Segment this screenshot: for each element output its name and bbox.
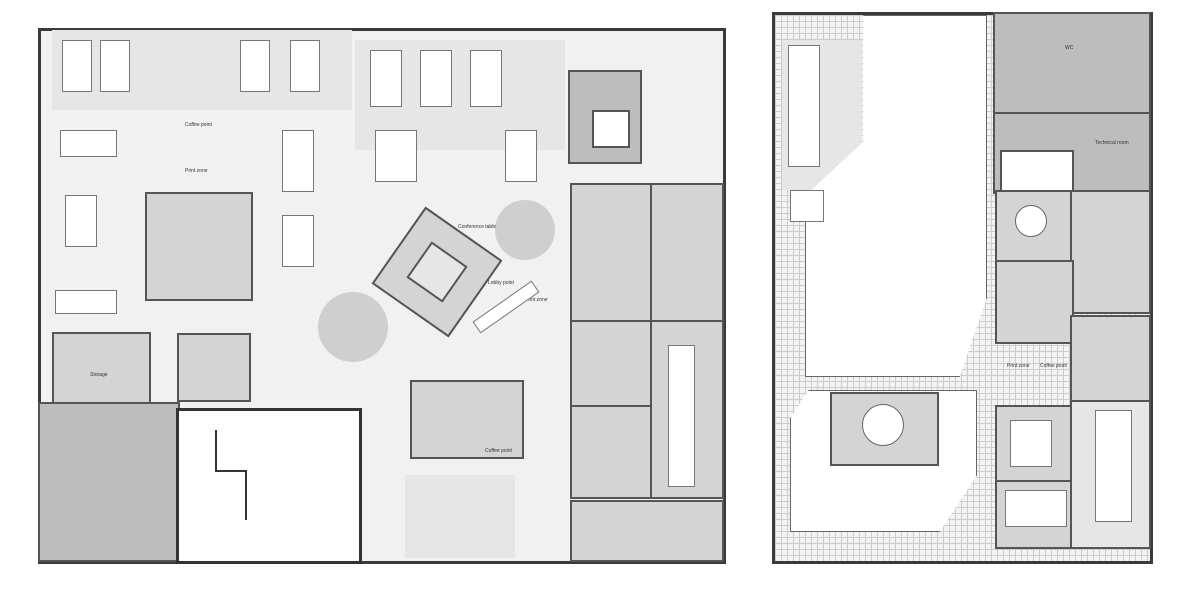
- desk-cluster: [1095, 410, 1132, 522]
- wc-label: WC: [1065, 45, 1074, 51]
- office-room-6: [570, 500, 724, 562]
- office-room-ne: [1070, 190, 1151, 314]
- meeting-room-b: [177, 333, 251, 402]
- office-room-4: [570, 405, 652, 499]
- desk-cluster: [1010, 420, 1052, 467]
- lobby-point-label: Lobby point: [488, 280, 514, 286]
- kitchen-block: [410, 380, 524, 459]
- round-table: [1015, 205, 1047, 237]
- print-zone-label: Print zone: [1007, 363, 1030, 369]
- shaft: [592, 110, 630, 148]
- desk-cluster: [282, 215, 314, 267]
- office-room-east: [1070, 315, 1151, 404]
- office-room-1: [570, 183, 652, 322]
- desk-cluster: [240, 40, 270, 92]
- technical-room-label: Technical room: [1095, 140, 1129, 146]
- atrium-void: [805, 15, 987, 377]
- coffee-point-label: Coffee point: [185, 122, 212, 128]
- desk-cluster: [370, 50, 402, 107]
- print-zone-label: Print zone: [185, 168, 208, 174]
- round-table: [862, 404, 904, 446]
- stair-wall: [215, 470, 245, 472]
- conference-table-label: Conference table: [458, 224, 497, 230]
- lounge-circle: [318, 292, 388, 362]
- desk-cluster: [375, 130, 417, 182]
- desk-cluster: [282, 130, 314, 192]
- storage-label: Storage: [90, 372, 108, 378]
- desk-cluster: [100, 40, 130, 92]
- lounge-circle: [495, 200, 555, 260]
- meeting-room-round: [995, 190, 1074, 264]
- office-room-mid: [995, 260, 1074, 344]
- desk-cluster: [62, 40, 92, 92]
- stair-wall: [215, 430, 217, 470]
- restrooms: [38, 402, 180, 562]
- wc-room: [993, 12, 1151, 116]
- shaft: [1000, 150, 1074, 194]
- desk-cluster: [290, 40, 320, 92]
- stairwell-block: [176, 408, 362, 564]
- desk-cluster: [470, 50, 502, 107]
- desk-cluster: [420, 50, 452, 107]
- storage-room: [52, 332, 151, 406]
- stair-wall: [245, 470, 247, 520]
- coffee-point-label: Coffee point: [485, 448, 512, 454]
- desk-cluster: [788, 45, 820, 167]
- office-room-3: [570, 320, 652, 409]
- lounge-south: [405, 475, 515, 558]
- desk-cluster: [790, 190, 824, 222]
- office-room-2: [650, 183, 724, 322]
- desk-cluster: [65, 195, 97, 247]
- print-zone-label: Print zone: [525, 297, 548, 303]
- desk-cluster: [55, 290, 117, 314]
- desk-cluster: [505, 130, 537, 182]
- desk-cluster: [1005, 490, 1067, 527]
- meeting-room-a: [145, 192, 253, 301]
- desk-cluster: [668, 345, 695, 487]
- coffee-point-label: Coffee point: [1040, 363, 1067, 369]
- desk-cluster: [60, 130, 117, 157]
